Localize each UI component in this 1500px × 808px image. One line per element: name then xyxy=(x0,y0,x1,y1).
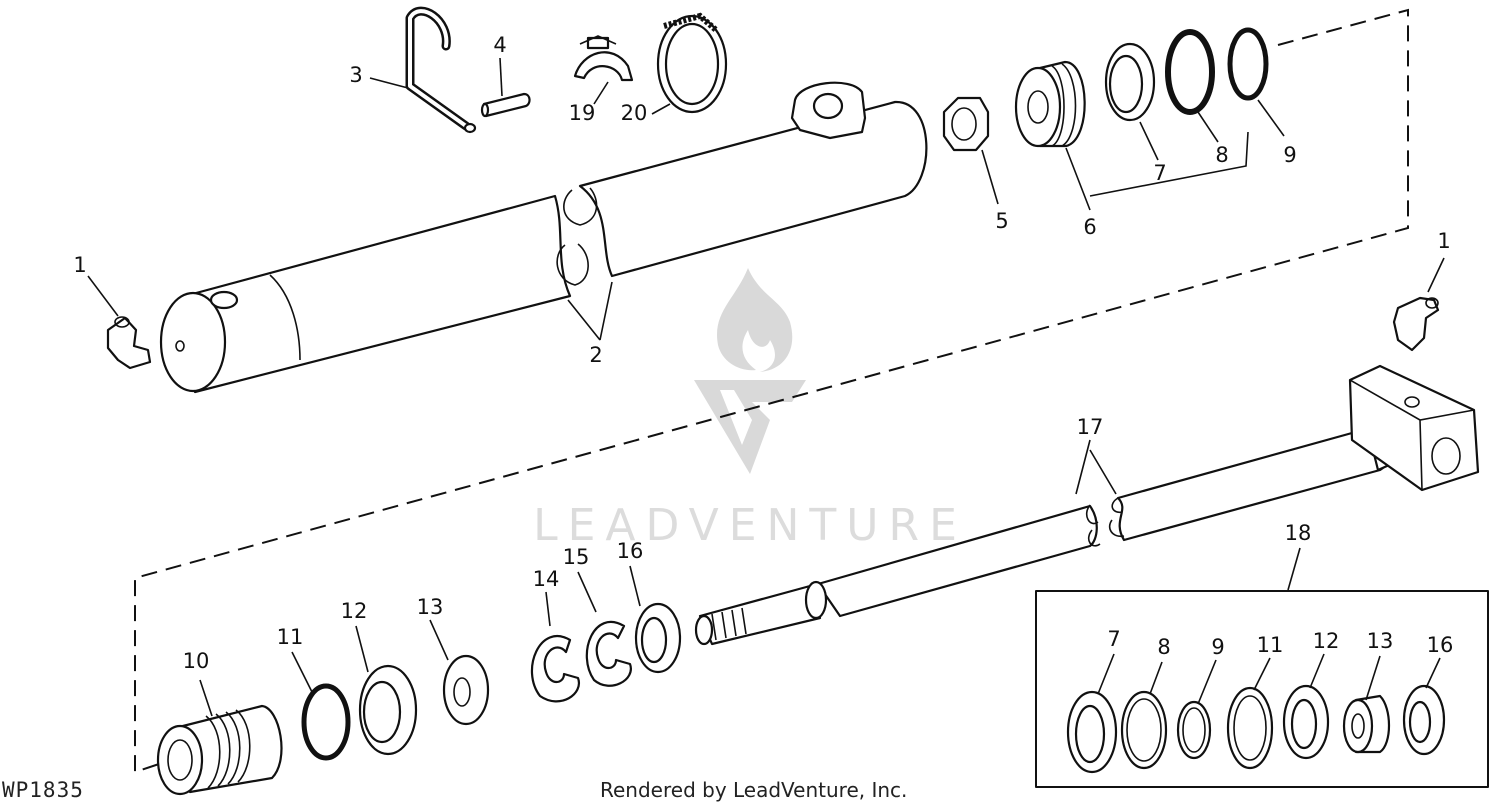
kit-callout-11: 11 xyxy=(1257,633,1284,657)
callout-12: 12 xyxy=(341,599,368,623)
callout-8: 8 xyxy=(1215,143,1228,167)
kit-seal-16 xyxy=(1402,684,1446,756)
callout-6: 6 xyxy=(1083,215,1096,239)
kit-callout-13: 13 xyxy=(1367,629,1394,653)
callout-4: 4 xyxy=(493,33,506,57)
leadventure-watermark: LEADVENTURE xyxy=(533,268,967,551)
callout-3: 3 xyxy=(349,63,362,87)
callout-2: 2 xyxy=(589,343,602,367)
seal-16 xyxy=(634,602,682,674)
callout-17: 17 xyxy=(1077,415,1104,439)
leader-lines xyxy=(87,57,1445,717)
piston-seal-7 xyxy=(1104,42,1156,122)
hose-clip xyxy=(573,35,634,82)
kit-callout-9: 9 xyxy=(1211,635,1224,659)
o-ring-11 xyxy=(301,683,351,761)
kit-wiper-13 xyxy=(1342,694,1390,754)
render-credit: Rendered by LeadVenture, Inc. xyxy=(600,778,908,802)
kit-callout-7: 7 xyxy=(1107,627,1120,651)
grease-fitting-left xyxy=(106,316,152,370)
callout-20: 20 xyxy=(621,101,648,125)
roll-pin xyxy=(480,92,531,118)
kit-callout-8: 8 xyxy=(1157,635,1170,659)
callout-18: 18 xyxy=(1285,521,1312,545)
backup-ring-8 xyxy=(1165,29,1215,115)
kit-ring-8 xyxy=(1120,690,1168,770)
hose-clamp xyxy=(656,12,728,114)
callout-9: 9 xyxy=(1283,143,1296,167)
hydraulic-tube xyxy=(405,6,471,131)
callout-11: 11 xyxy=(277,625,304,649)
watermark-text: LEADVENTURE xyxy=(533,500,967,551)
cylinder-barrel xyxy=(159,81,928,394)
snap-ring-15 xyxy=(585,620,632,687)
piston-rod xyxy=(694,364,1480,646)
callout-1-left: 1 xyxy=(73,253,86,277)
grease-fitting-right xyxy=(1392,296,1440,352)
backup-ring-12 xyxy=(358,664,418,756)
piston xyxy=(1014,60,1086,148)
callout-7: 7 xyxy=(1153,161,1166,185)
kit-ring-11 xyxy=(1226,686,1274,770)
callout-19: 19 xyxy=(569,101,596,125)
callout-13: 13 xyxy=(417,595,444,619)
callout-5: 5 xyxy=(995,209,1008,233)
rod-gland xyxy=(156,704,283,796)
snap-ring-14 xyxy=(530,635,581,703)
kit-ring-12 xyxy=(1282,684,1330,760)
kit-ring-9 xyxy=(1176,700,1212,760)
figure-code: WP1835 xyxy=(2,778,84,802)
callout-15: 15 xyxy=(563,545,590,569)
callout-10: 10 xyxy=(183,649,210,673)
callout-16: 16 xyxy=(617,539,644,563)
callout-1-right: 1 xyxy=(1437,229,1450,253)
callout-14: 14 xyxy=(533,567,560,591)
o-ring-9 xyxy=(1227,27,1269,101)
kit-callout-12: 12 xyxy=(1313,629,1340,653)
kit-seal-7 xyxy=(1066,690,1118,774)
kit-callout-16: 16 xyxy=(1427,633,1454,657)
assembly-dashed-outline xyxy=(134,8,1409,774)
piston-nut xyxy=(942,96,990,152)
wiper-13 xyxy=(442,654,490,726)
